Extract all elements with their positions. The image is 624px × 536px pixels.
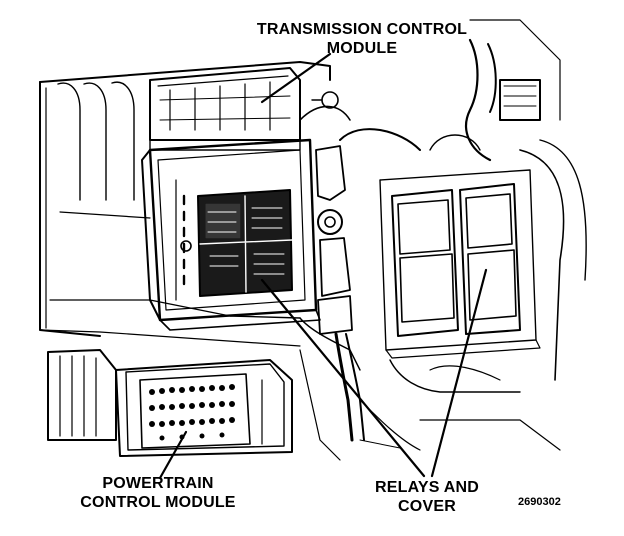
label-powertrain-control-module: POWERTRAIN CONTROL MODULE <box>58 474 258 512</box>
label-pcm-line-2: CONTROL MODULE <box>80 494 236 511</box>
label-relays-line-2: COVER <box>398 498 456 515</box>
transmission-control-module <box>149 67 339 151</box>
leader-lines <box>158 52 488 480</box>
relay-center-box <box>141 138 321 331</box>
label-relays-and-cover: RELAYS AND COVER <box>352 478 502 516</box>
leader-relays <box>430 268 488 478</box>
label-tcm-line-2: MODULE <box>326 40 398 57</box>
label-pcm-line-1: POWERTRAIN <box>102 475 214 492</box>
leader-pcm <box>158 430 188 480</box>
label-transmission-control-module: TRANSMISSION CONTROL MODULE <box>232 20 492 58</box>
figure-id: 2690302 <box>518 496 561 508</box>
engine-bay-background <box>39 19 587 461</box>
leader-tcm <box>260 52 332 104</box>
leader-relays-cover <box>260 278 426 478</box>
label-tcm-line-1: TRANSMISSION CONTROL <box>256 21 468 38</box>
powertrain-control-module <box>47 349 293 457</box>
relays-group <box>379 169 541 359</box>
label-relays-line-1: RELAYS AND <box>375 479 479 496</box>
